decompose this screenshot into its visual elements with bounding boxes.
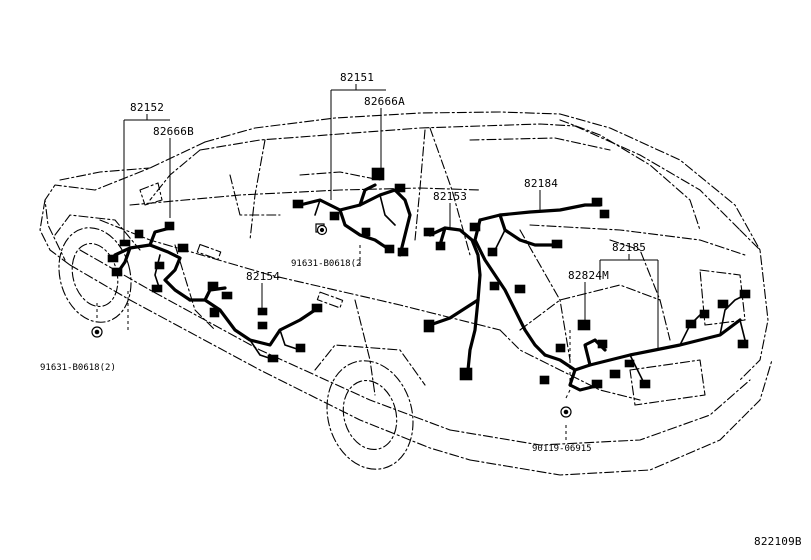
callout-82153: 82153 xyxy=(433,190,467,203)
spare-wheel-well xyxy=(519,284,661,331)
callout-bolt-rear: 90119-06915 xyxy=(532,444,592,454)
harness-82153 xyxy=(423,226,482,381)
diagram-id: 822109B xyxy=(754,535,802,548)
harness-82185 xyxy=(539,289,751,392)
vehicle-body-outline xyxy=(39,111,773,476)
harness-82154 xyxy=(188,281,323,363)
rear-wheel xyxy=(314,344,426,470)
callout-bolt-left: 91631-B0618(2) xyxy=(40,363,116,373)
leader-lines xyxy=(96,84,659,440)
callout-82824m: 82824M xyxy=(568,269,609,282)
harness-82184 xyxy=(469,197,610,357)
front-wheel xyxy=(54,214,141,323)
bolt-icon-left xyxy=(91,326,103,338)
callout-82151: 82151 xyxy=(340,71,374,84)
harness-82152 xyxy=(107,221,192,302)
bolt-icon-center xyxy=(316,224,328,236)
callout-82184: 82184 xyxy=(524,177,558,190)
callout-82154: 82154 xyxy=(246,270,280,283)
callout-82185: 82185 xyxy=(612,241,646,254)
callout-82666a: 82666A xyxy=(364,95,405,108)
harness-82151 xyxy=(292,167,412,257)
callout-82666b: 82666B xyxy=(153,125,194,138)
bolt-icon-rear xyxy=(560,406,572,418)
callout-bolt-center: 91631-B0618(2 xyxy=(291,259,361,269)
callout-82152: 82152 xyxy=(130,101,164,114)
